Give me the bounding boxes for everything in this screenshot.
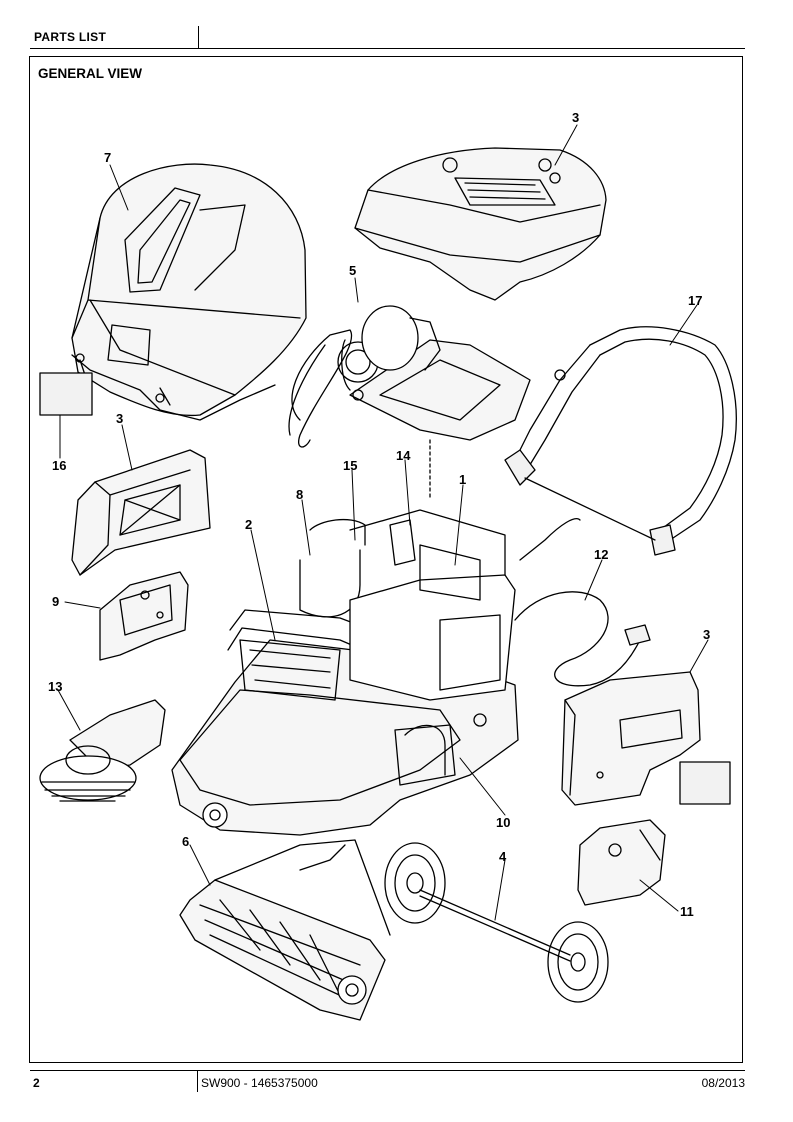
callout-10: 10 xyxy=(496,815,510,830)
header-section-title: PARTS LIST xyxy=(34,30,107,44)
callout-leaders xyxy=(57,124,709,921)
part-hood xyxy=(71,163,307,421)
callout-2: 2 xyxy=(245,517,252,532)
callout-5: 5 xyxy=(349,263,356,278)
callout-numbers: 7 3 5 17 3 16 1 14 15 8 2 12 3 9 13 10 6… xyxy=(48,110,710,919)
document-id: SW900 - 1465375000 xyxy=(201,1076,318,1090)
diagram-frame xyxy=(29,56,743,1063)
part-control-cover xyxy=(354,147,607,301)
callout-14: 14 xyxy=(396,448,411,463)
callout-1: 1 xyxy=(459,472,466,487)
callout-17: 17 xyxy=(688,293,702,308)
callout-15: 15 xyxy=(343,458,357,473)
part-handle xyxy=(504,326,737,556)
part-power-cable xyxy=(514,591,641,687)
page-title: GENERAL VIEW xyxy=(38,66,143,81)
part-label-16 xyxy=(39,372,93,416)
page-number: 2 xyxy=(33,1076,40,1090)
callout-12: 12 xyxy=(594,547,608,562)
callout-9: 9 xyxy=(52,594,59,609)
callout-3-left: 3 xyxy=(116,411,123,426)
part-side-brush xyxy=(39,699,166,802)
callout-13: 13 xyxy=(48,679,62,694)
header-cell xyxy=(30,26,199,48)
callout-3-top: 3 xyxy=(572,110,579,125)
document-date: 08/2013 xyxy=(701,1076,745,1090)
part-side-cover-right xyxy=(561,671,701,806)
callout-3-right: 3 xyxy=(703,627,710,642)
callout-7: 7 xyxy=(104,150,111,165)
callout-4: 4 xyxy=(499,849,507,864)
footer-rule xyxy=(30,1070,745,1071)
footer-divider xyxy=(197,1070,198,1092)
part-motor-assembly xyxy=(288,305,531,448)
part-label-right xyxy=(679,761,731,805)
callout-6: 6 xyxy=(182,834,189,849)
part-main-brush xyxy=(179,839,391,1021)
callout-16: 16 xyxy=(52,458,66,473)
part-side-cover-left xyxy=(71,449,211,576)
part-bracket xyxy=(99,571,189,661)
header-rule xyxy=(30,48,745,49)
part-small-cover xyxy=(577,819,666,906)
part-wheels-axle xyxy=(384,842,609,1003)
callout-8: 8 xyxy=(296,487,303,502)
callout-11: 11 xyxy=(680,904,694,919)
part-chassis xyxy=(171,509,519,836)
